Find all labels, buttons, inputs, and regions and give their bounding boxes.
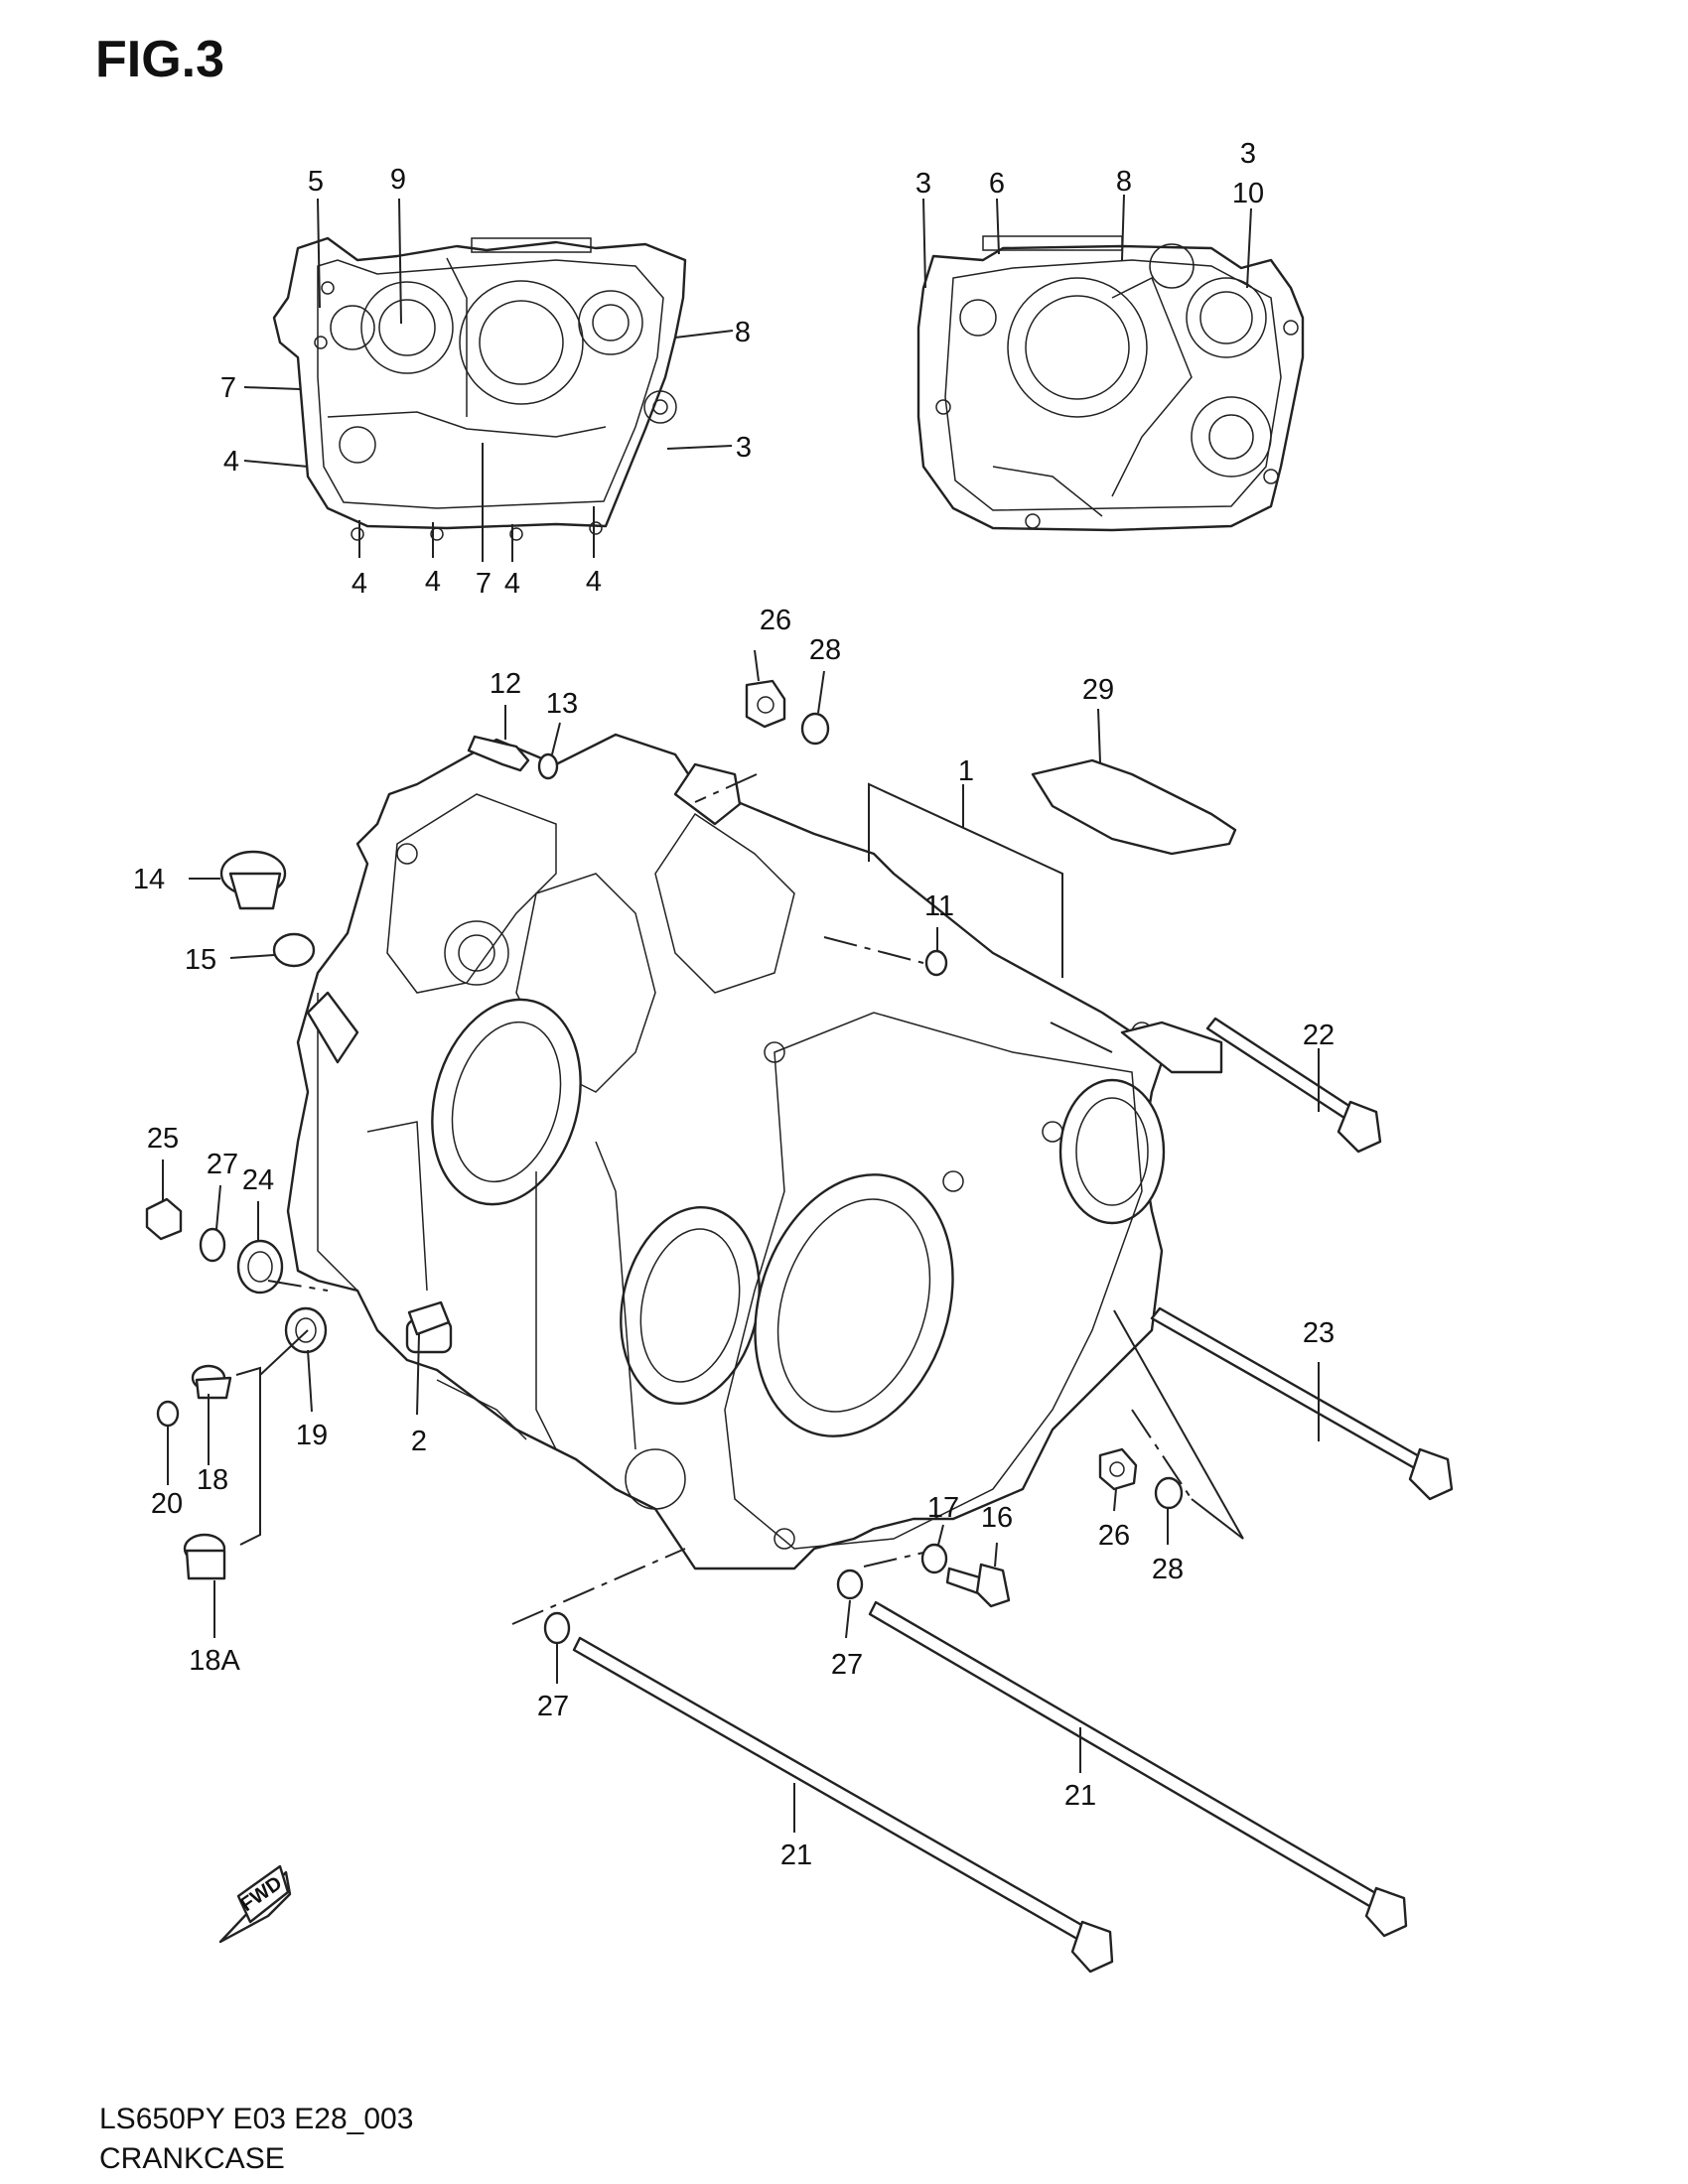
left-crankcase-half-inset [272, 236, 687, 541]
part-28-washer-bottom [1154, 1476, 1184, 1510]
callout-26: 26 [760, 605, 791, 636]
part-21-bolt-left [572, 1636, 1114, 1974]
part-23-bolt [1150, 1306, 1454, 1501]
callout-10: 10 [1232, 178, 1264, 209]
callout-23: 23 [1303, 1317, 1335, 1349]
part-18-plug [191, 1364, 232, 1400]
part-21-bolt-right [868, 1600, 1408, 1938]
leader-lines [162, 194, 1320, 1833]
part-25-plug [145, 1197, 183, 1241]
callout-17: 17 [927, 1492, 959, 1524]
part-2-dowel [407, 1300, 451, 1336]
part-14-filler-plug [219, 850, 287, 910]
part-18A-plug [183, 1533, 226, 1580]
callout-24: 24 [242, 1164, 274, 1196]
part-26-nut-bottom [1098, 1447, 1138, 1491]
callout-19: 19 [296, 1420, 328, 1451]
diagram-name: CRANKCASE [99, 2142, 285, 2175]
callout-27: 27 [831, 1649, 863, 1681]
part-22-bolt [1205, 1017, 1382, 1154]
callout-5: 5 [308, 166, 324, 198]
callout-28: 28 [809, 634, 841, 666]
callout-16: 16 [981, 1502, 1013, 1534]
callout-9: 9 [390, 164, 406, 196]
callout-2: 2 [411, 1426, 427, 1457]
callout-25: 25 [147, 1123, 179, 1155]
callout-11: 11 [924, 890, 954, 922]
callout-labels: 5 9 7 4 8 3 4 4 7 4 4 3 6 8 3 10 26 28 2… [133, 138, 1335, 1871]
callout-6: 6 [989, 168, 1005, 200]
callout-13: 13 [546, 688, 578, 720]
callout-8: 8 [735, 317, 751, 348]
callout-4: 4 [504, 568, 520, 600]
callout-14: 14 [133, 864, 165, 895]
callout-22: 22 [1303, 1020, 1335, 1051]
part-17-washer [920, 1543, 948, 1574]
fwd-arrow-icon: FWD [218, 1864, 292, 1944]
part-26-nut-top [745, 679, 786, 729]
part-13-washer [537, 752, 559, 780]
callout-15: 15 [185, 944, 216, 976]
part-24-seal [236, 1239, 284, 1295]
part-28-washer-top [800, 712, 830, 746]
figure-title: FIG.3 [95, 31, 225, 88]
right-crankcase-half-inset [916, 235, 1305, 532]
callout-7: 7 [476, 568, 492, 600]
callout-3: 3 [736, 432, 752, 464]
callout-4: 4 [352, 568, 367, 600]
callout-3: 3 [1240, 138, 1256, 170]
diagram-code: LS650PY E03 E28_003 [99, 2103, 414, 2135]
part-27-washer-mid [836, 1569, 864, 1600]
callout-21: 21 [780, 1840, 812, 1871]
callout-26: 26 [1098, 1520, 1130, 1552]
callout-12: 12 [490, 668, 521, 700]
callout-18: 18 [197, 1464, 228, 1496]
part-27-washer-bottom [543, 1611, 571, 1645]
part-12-stud [467, 735, 530, 772]
callout-4: 4 [425, 566, 441, 598]
callout-4: 4 [586, 566, 602, 598]
callout-28: 28 [1152, 1554, 1184, 1585]
part-29-cover [1031, 758, 1237, 856]
callout-21: 21 [1064, 1780, 1096, 1812]
part-20-cap [156, 1400, 180, 1428]
callout-4: 4 [223, 446, 239, 478]
callout-29: 29 [1082, 674, 1114, 706]
callout-20: 20 [151, 1488, 183, 1520]
part-16-bolt [945, 1563, 1011, 1608]
callout-3: 3 [915, 168, 931, 200]
callout-27: 27 [537, 1691, 569, 1722]
callout-1: 1 [958, 755, 974, 787]
part-15-o-ring [272, 932, 316, 968]
callout-7: 7 [220, 372, 236, 404]
callout-18A: 18A [189, 1645, 240, 1677]
part-11-washer [924, 949, 948, 977]
part-27-washer-left [199, 1227, 226, 1263]
callout-27: 27 [207, 1149, 238, 1180]
callout-8: 8 [1116, 166, 1132, 198]
crankcase-assembly [286, 733, 1223, 1570]
